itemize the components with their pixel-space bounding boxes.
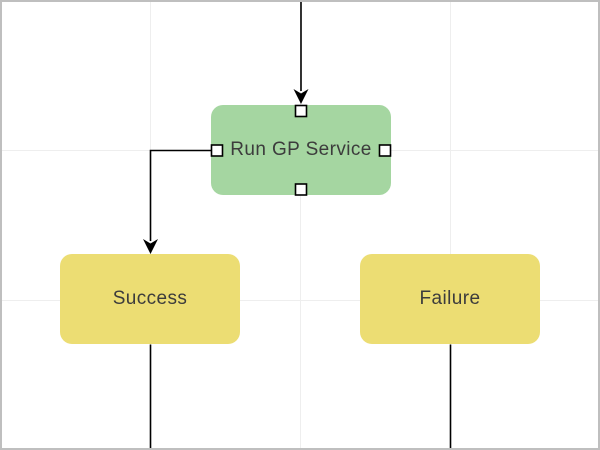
node-failure-label: Failure: [419, 288, 481, 309]
port-handle-right[interactable]: [378, 144, 392, 157]
node-success[interactable]: Success: [60, 254, 240, 344]
node-failure[interactable]: Failure: [360, 254, 540, 344]
node-run-gp-service[interactable]: Run GP Service: [211, 105, 391, 195]
node-run-gp-service-label: Run GP Service: [230, 139, 372, 160]
node-success-label: Success: [112, 288, 188, 309]
port-handle-top[interactable]: [294, 104, 308, 118]
port-handle-bottom[interactable]: [294, 183, 308, 196]
port-handle-left[interactable]: [210, 144, 224, 157]
